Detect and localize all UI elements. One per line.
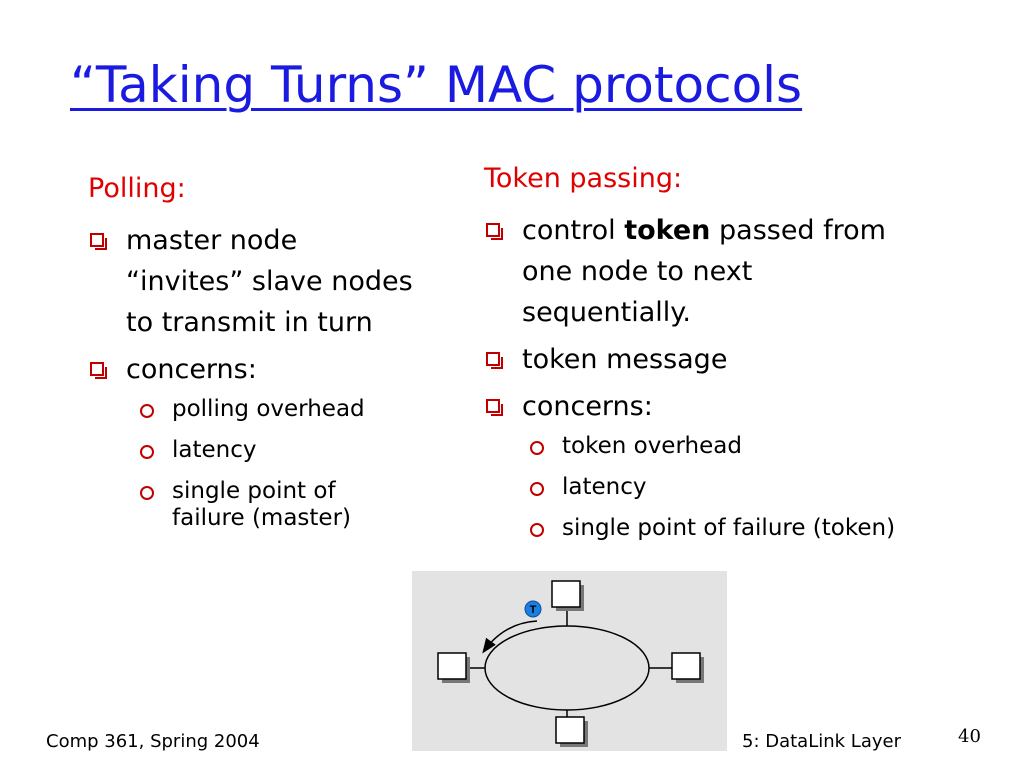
- circle-bullet-icon: [530, 482, 544, 496]
- circle-bullet-icon: [140, 445, 154, 459]
- polling-concerns-list: polling overhead latency single point of…: [138, 396, 458, 532]
- polling-bullet-invite: master node “invites” slave nodes to tra…: [88, 220, 458, 343]
- sub-bullet-text: single point of: [172, 478, 336, 504]
- bullet-text: concerns:: [522, 391, 653, 422]
- bullet-text: token message: [522, 344, 728, 375]
- sub-bullet-text: failure (master): [172, 505, 352, 531]
- sub-bullet-text: latency: [562, 474, 647, 500]
- node-right: [671, 652, 704, 683]
- bullet-line: to transmit in turn: [126, 307, 373, 338]
- token-bullet-control: control token passed from one node to ne…: [484, 210, 984, 333]
- list-item: polling overhead: [138, 396, 458, 423]
- square-bullet-icon: [90, 233, 107, 250]
- square-bullet-icon: [90, 362, 107, 379]
- bullet-line: “invites” slave nodes: [126, 266, 413, 297]
- list-item: latency: [528, 474, 984, 501]
- slide-title: “Taking Turns” MAC protocols: [70, 56, 803, 114]
- bullet-text: passed from: [710, 215, 886, 246]
- polling-column: Polling: master node “invites” slave nod…: [88, 172, 458, 546]
- node-left: [437, 652, 470, 683]
- token-bullet-message: token message: [484, 339, 984, 380]
- square-bullet-icon: [486, 223, 503, 240]
- bullet-bold-word: token: [624, 215, 711, 246]
- bullet-line: sequentially.: [522, 297, 692, 328]
- bullet-text: control: [522, 215, 625, 246]
- polling-heading: Polling:: [88, 173, 186, 204]
- token-bullet-list: control token passed from one node to ne…: [484, 210, 984, 427]
- token-bullet-concerns: concerns:: [484, 386, 984, 427]
- list-item: token overhead: [528, 433, 984, 460]
- token-ring-svg: T: [437, 580, 704, 747]
- polling-bullet-concerns: concerns:: [88, 349, 458, 390]
- page-number: 40: [958, 726, 981, 747]
- bullet-line: master node: [126, 225, 298, 256]
- sub-bullet-text: polling overhead: [172, 396, 365, 422]
- square-bullet-icon: [486, 399, 503, 416]
- circle-bullet-icon: [530, 523, 544, 537]
- sub-bullet-text: single point of failure (token): [562, 515, 896, 541]
- token-column: Token passing: control token passed from…: [484, 162, 984, 556]
- sub-bullet-text: token overhead: [562, 433, 742, 459]
- circle-bullet-icon: [140, 404, 154, 418]
- token-arrow: [482, 620, 538, 654]
- node-bottom: [555, 716, 588, 747]
- list-item: single point of failure (master): [138, 478, 458, 532]
- token-concerns-list: token overhead latency single point of f…: [528, 433, 984, 542]
- token-circle: [524, 600, 542, 618]
- bullet-text: concerns:: [126, 354, 257, 385]
- sub-bullet-text: latency: [172, 437, 257, 463]
- square-bullet-icon: [486, 352, 503, 369]
- bullet-line: one node to next: [522, 256, 753, 287]
- token-label: T: [530, 604, 537, 616]
- polling-bullet-list: master node “invites” slave nodes to tra…: [88, 220, 458, 390]
- token-heading: Token passing:: [484, 163, 683, 194]
- token-ring-diagram: T: [412, 571, 727, 751]
- node-top: [551, 580, 584, 611]
- list-item: latency: [138, 437, 458, 464]
- circle-bullet-icon: [530, 441, 544, 455]
- footer-chapter: 5: DataLink Layer: [742, 731, 901, 752]
- circle-bullet-icon: [140, 486, 154, 500]
- ring-ellipse: [484, 625, 650, 711]
- footer-course: Comp 361, Spring 2004: [46, 731, 260, 752]
- list-item: single point of failure (token): [528, 515, 984, 542]
